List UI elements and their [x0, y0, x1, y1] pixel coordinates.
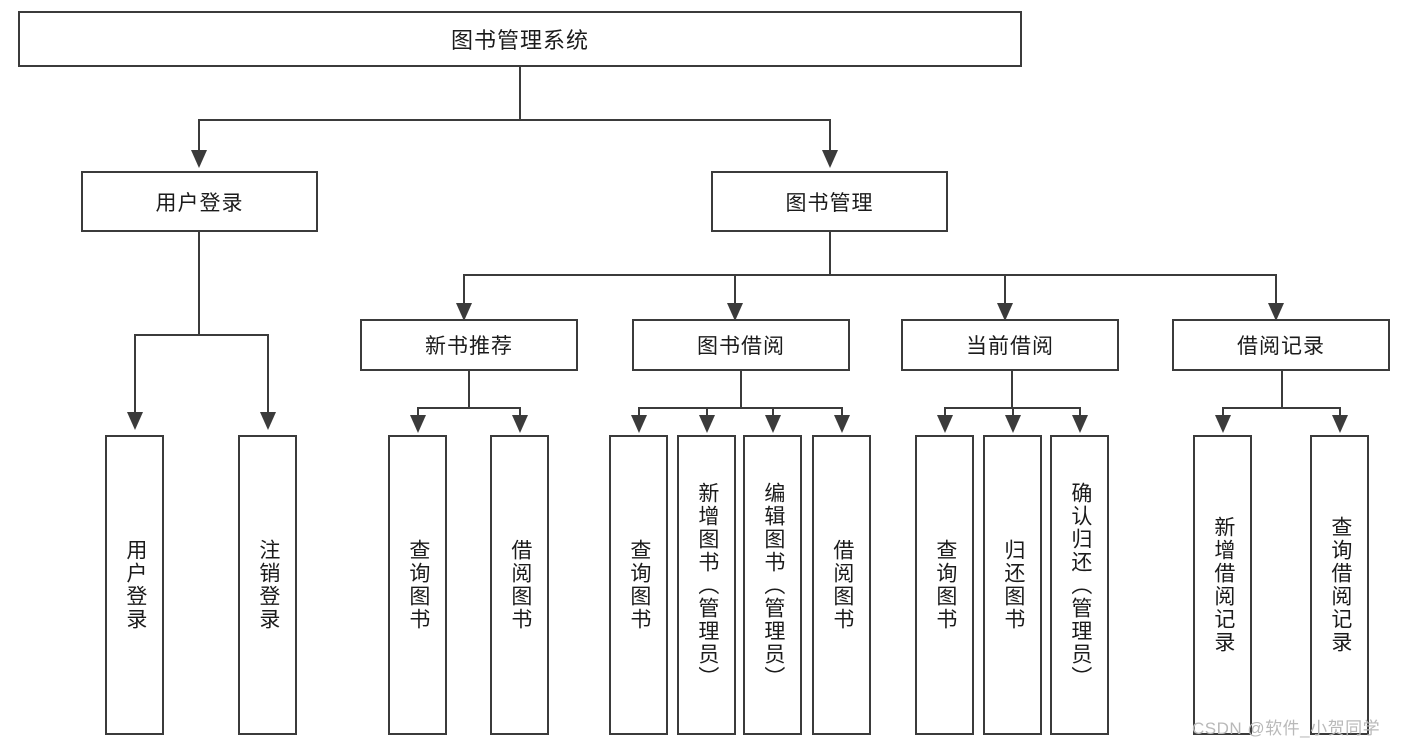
arrowhead-br-leaf-2 [1332, 415, 1348, 433]
leaf-cb-return-book[interactable]: 归还图书 [983, 435, 1042, 735]
connector-drop-cb-leaf-1 [944, 407, 946, 419]
connector-root-stem [519, 67, 521, 119]
arrowhead-user-login [191, 150, 207, 168]
node-label: 借阅图书 [830, 539, 854, 631]
node-current-borrow[interactable]: 当前借阅 [901, 319, 1119, 371]
connector-drop-bb-leaf-1 [638, 407, 640, 419]
connector-drop-br-leaf-2 [1339, 407, 1341, 419]
node-label: 新书推荐 [425, 335, 513, 358]
leaf-bb-add-book-admin[interactable]: 新增图书（管理员） [677, 435, 736, 735]
connector-user-login-bus [134, 334, 269, 336]
arrowhead-cb-leaf-1 [937, 415, 953, 433]
connector-drop-cb-leaf-2 [1012, 407, 1014, 419]
connector-current-borrow-stem [1011, 371, 1013, 407]
node-label: 图书管理 [785, 191, 874, 215]
node-label: 查询图书 [627, 539, 651, 631]
connector-new-book-bus [417, 407, 520, 409]
leaf-logout[interactable]: 注销登录 [238, 435, 297, 735]
node-label: 图书管理系统 [450, 28, 589, 53]
node-label: 查询图书 [933, 539, 957, 631]
leaf-br-query-record[interactable]: 查询借阅记录 [1310, 435, 1369, 735]
node-label: 查询图书 [406, 539, 430, 631]
node-label: 新增借阅记录 [1211, 516, 1235, 654]
connector-user-login-stem [198, 232, 200, 334]
arrowhead-cb-leaf-3 [1072, 415, 1088, 433]
arrowhead-cb-leaf-2 [1005, 415, 1021, 433]
arrowhead-bb-leaf-2 [699, 415, 715, 433]
node-label: 归还图书 [1001, 539, 1025, 631]
arrowhead-leaf-logout [260, 412, 276, 430]
leaf-bb-edit-book-admin[interactable]: 编辑图书（管理员） [743, 435, 802, 735]
arrowhead-nb-leaf-2 [512, 415, 528, 433]
node-label: 查询借阅记录 [1328, 516, 1352, 654]
connector-book-management-stem [829, 232, 831, 274]
leaf-nb-query-book[interactable]: 查询图书 [388, 435, 447, 735]
node-book-borrow[interactable]: 图书借阅 [632, 319, 850, 371]
node-label: 编辑图书（管理员） [761, 481, 785, 689]
arrowhead-book-borrow [727, 303, 743, 321]
node-label: 借阅记录 [1237, 335, 1325, 358]
node-label: 确认归还（管理员） [1068, 481, 1092, 689]
node-label: 当前借阅 [966, 335, 1054, 358]
leaf-bb-borrow-book[interactable]: 借阅图书 [812, 435, 871, 735]
arrowhead-bb-leaf-4 [834, 415, 850, 433]
connector-drop-cb-leaf-3 [1079, 407, 1081, 419]
connector-drop-leaf-user-login [134, 334, 136, 414]
connector-drop-bb-leaf-2 [706, 407, 708, 419]
csdn-watermark: CSDN @软件_小贺同学 [1192, 719, 1381, 738]
connector-drop-bb-leaf-3 [772, 407, 774, 419]
connector-drop-book-management [829, 119, 831, 153]
connector-drop-bb-leaf-4 [841, 407, 843, 419]
node-label: 图书借阅 [697, 335, 785, 358]
arrowhead-borrow-record [1268, 303, 1284, 321]
node-borrow-record[interactable]: 借阅记录 [1172, 319, 1390, 371]
connector-drop-current-borrow [1004, 274, 1006, 306]
node-label: 用户登录 [155, 191, 244, 215]
connector-drop-nb-leaf-1 [417, 407, 419, 419]
connector-drop-borrow-record [1275, 274, 1277, 306]
leaf-nb-borrow-book[interactable]: 借阅图书 [490, 435, 549, 735]
node-label: 用户登录 [123, 539, 147, 631]
arrowhead-leaf-user-login [127, 412, 143, 430]
node-label: 新增图书（管理员） [695, 481, 719, 689]
connector-borrow-record-stem [1281, 371, 1283, 407]
leaf-cb-query-book[interactable]: 查询图书 [915, 435, 974, 735]
connector-drop-book-borrow [734, 274, 736, 306]
connector-book-borrow-stem [740, 371, 742, 407]
node-label: 借阅图书 [508, 539, 532, 631]
connector-level3-bus [463, 274, 1277, 276]
arrowhead-current-borrow [997, 303, 1013, 321]
arrowhead-br-leaf-1 [1215, 415, 1231, 433]
connector-level2-bus [198, 119, 830, 121]
node-label: 注销登录 [256, 539, 280, 631]
arrowhead-nb-leaf-1 [410, 415, 426, 433]
connector-drop-br-leaf-1 [1222, 407, 1224, 419]
connector-book-borrow-bus [638, 407, 842, 409]
connector-drop-user-login [198, 119, 200, 153]
node-book-management[interactable]: 图书管理 [711, 171, 948, 232]
node-new-book-recommend[interactable]: 新书推荐 [360, 319, 578, 371]
connector-new-book-stem [468, 371, 470, 407]
arrowhead-bb-leaf-1 [631, 415, 647, 433]
leaf-user-login[interactable]: 用户登录 [105, 435, 164, 735]
arrowhead-bb-leaf-3 [765, 415, 781, 433]
connector-drop-new-book [463, 274, 465, 306]
node-user-login[interactable]: 用户登录 [81, 171, 318, 232]
node-root-book-management-system[interactable]: 图书管理系统 [18, 11, 1022, 67]
leaf-bb-query-book[interactable]: 查询图书 [609, 435, 668, 735]
arrowhead-new-book [456, 303, 472, 321]
connector-drop-nb-leaf-2 [519, 407, 521, 419]
connector-borrow-record-bus [1222, 407, 1340, 409]
arrowhead-book-management [822, 150, 838, 168]
connector-drop-leaf-logout [267, 334, 269, 414]
leaf-br-add-record[interactable]: 新增借阅记录 [1193, 435, 1252, 735]
leaf-cb-confirm-return-admin[interactable]: 确认归还（管理员） [1050, 435, 1109, 735]
